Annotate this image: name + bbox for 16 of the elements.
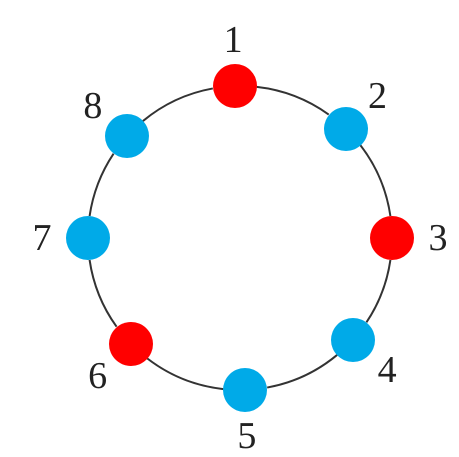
ring-arc [266, 354, 338, 389]
ring-arc [146, 357, 224, 390]
ring-arc [88, 153, 114, 216]
ring-arc [359, 144, 392, 216]
number-label: 6 [88, 356, 108, 395]
ring-arc [142, 87, 214, 122]
number-label: 1 [224, 21, 243, 60]
number-label: 4 [378, 351, 397, 390]
number-label: 7 [32, 219, 52, 257]
number-label: 5 [237, 416, 256, 455]
number-label: 8 [83, 86, 102, 124]
ring-arc [366, 260, 392, 323]
ring-arc [256, 86, 330, 116]
number-label: 2 [368, 76, 388, 115]
number-label: 3 [428, 219, 448, 257]
ring-arc [88, 260, 118, 328]
